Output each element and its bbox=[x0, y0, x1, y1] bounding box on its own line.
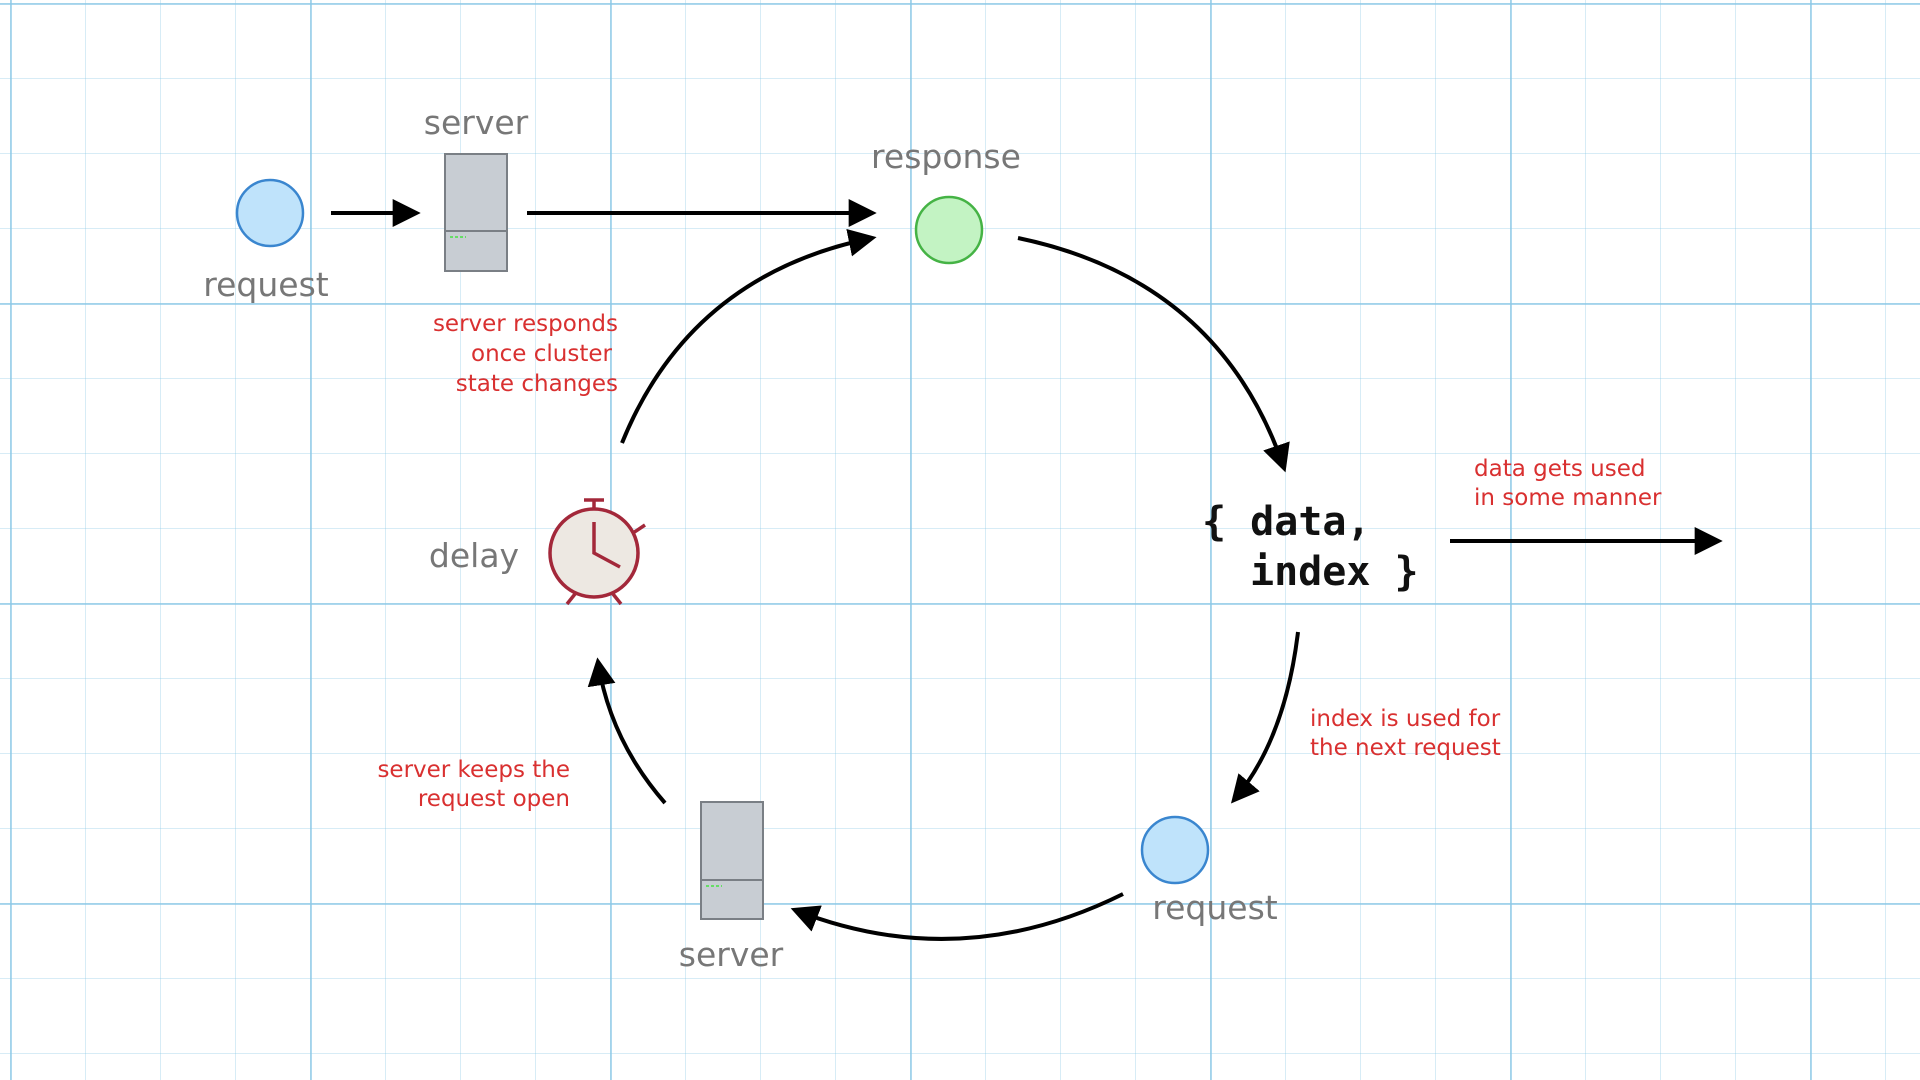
top-server-icon bbox=[444, 153, 508, 272]
request-to-server-cycle-arrow bbox=[790, 892, 1124, 941]
data-to-request-arrow bbox=[1230, 631, 1300, 804]
keeps-open-annotation: server keeps the request open bbox=[377, 757, 570, 812]
delay-label: delay bbox=[429, 536, 519, 575]
request-circle-icon bbox=[235, 178, 305, 248]
svg-text:server responds: server responds bbox=[433, 311, 618, 337]
delay-to-response-arrow bbox=[620, 228, 877, 444]
bottom-server-label: server bbox=[679, 935, 784, 974]
svg-text:server keeps the: server keeps the bbox=[377, 757, 570, 783]
server-responds-annotation: server responds once cluster state chang… bbox=[433, 311, 618, 397]
response-circle-icon bbox=[914, 195, 984, 265]
data-object-line2: index } bbox=[1250, 549, 1419, 595]
stopwatch-icon bbox=[548, 498, 646, 606]
response-node bbox=[914, 195, 984, 265]
data-used-annotation: data gets used in some manner bbox=[1474, 456, 1662, 511]
svg-text:index is used for: index is used for bbox=[1310, 706, 1501, 732]
svg-text:data gets used: data gets used bbox=[1474, 456, 1646, 482]
svg-text:in some manner: in some manner bbox=[1474, 485, 1662, 511]
svg-text:state changes: state changes bbox=[456, 371, 618, 397]
bottom-request-node bbox=[1140, 815, 1210, 885]
index-used-annotation: index is used for the next request bbox=[1310, 706, 1501, 761]
response-label: response bbox=[871, 137, 1021, 176]
svg-text:request open: request open bbox=[418, 786, 570, 812]
top-request-label: request bbox=[203, 265, 329, 304]
data-object-line1: { data, bbox=[1202, 499, 1371, 545]
bottom-server-icon bbox=[700, 801, 764, 920]
bottom-request-label: request bbox=[1152, 888, 1278, 927]
response-to-data-arrow bbox=[1017, 236, 1290, 473]
top-server-label: server bbox=[424, 103, 529, 142]
svg-text:the next request: the next request bbox=[1310, 735, 1501, 761]
request-circle-icon bbox=[1140, 815, 1210, 885]
top-request-node bbox=[235, 178, 305, 248]
server-to-delay-arrow bbox=[587, 657, 667, 805]
svg-text:once cluster: once cluster bbox=[471, 341, 613, 367]
